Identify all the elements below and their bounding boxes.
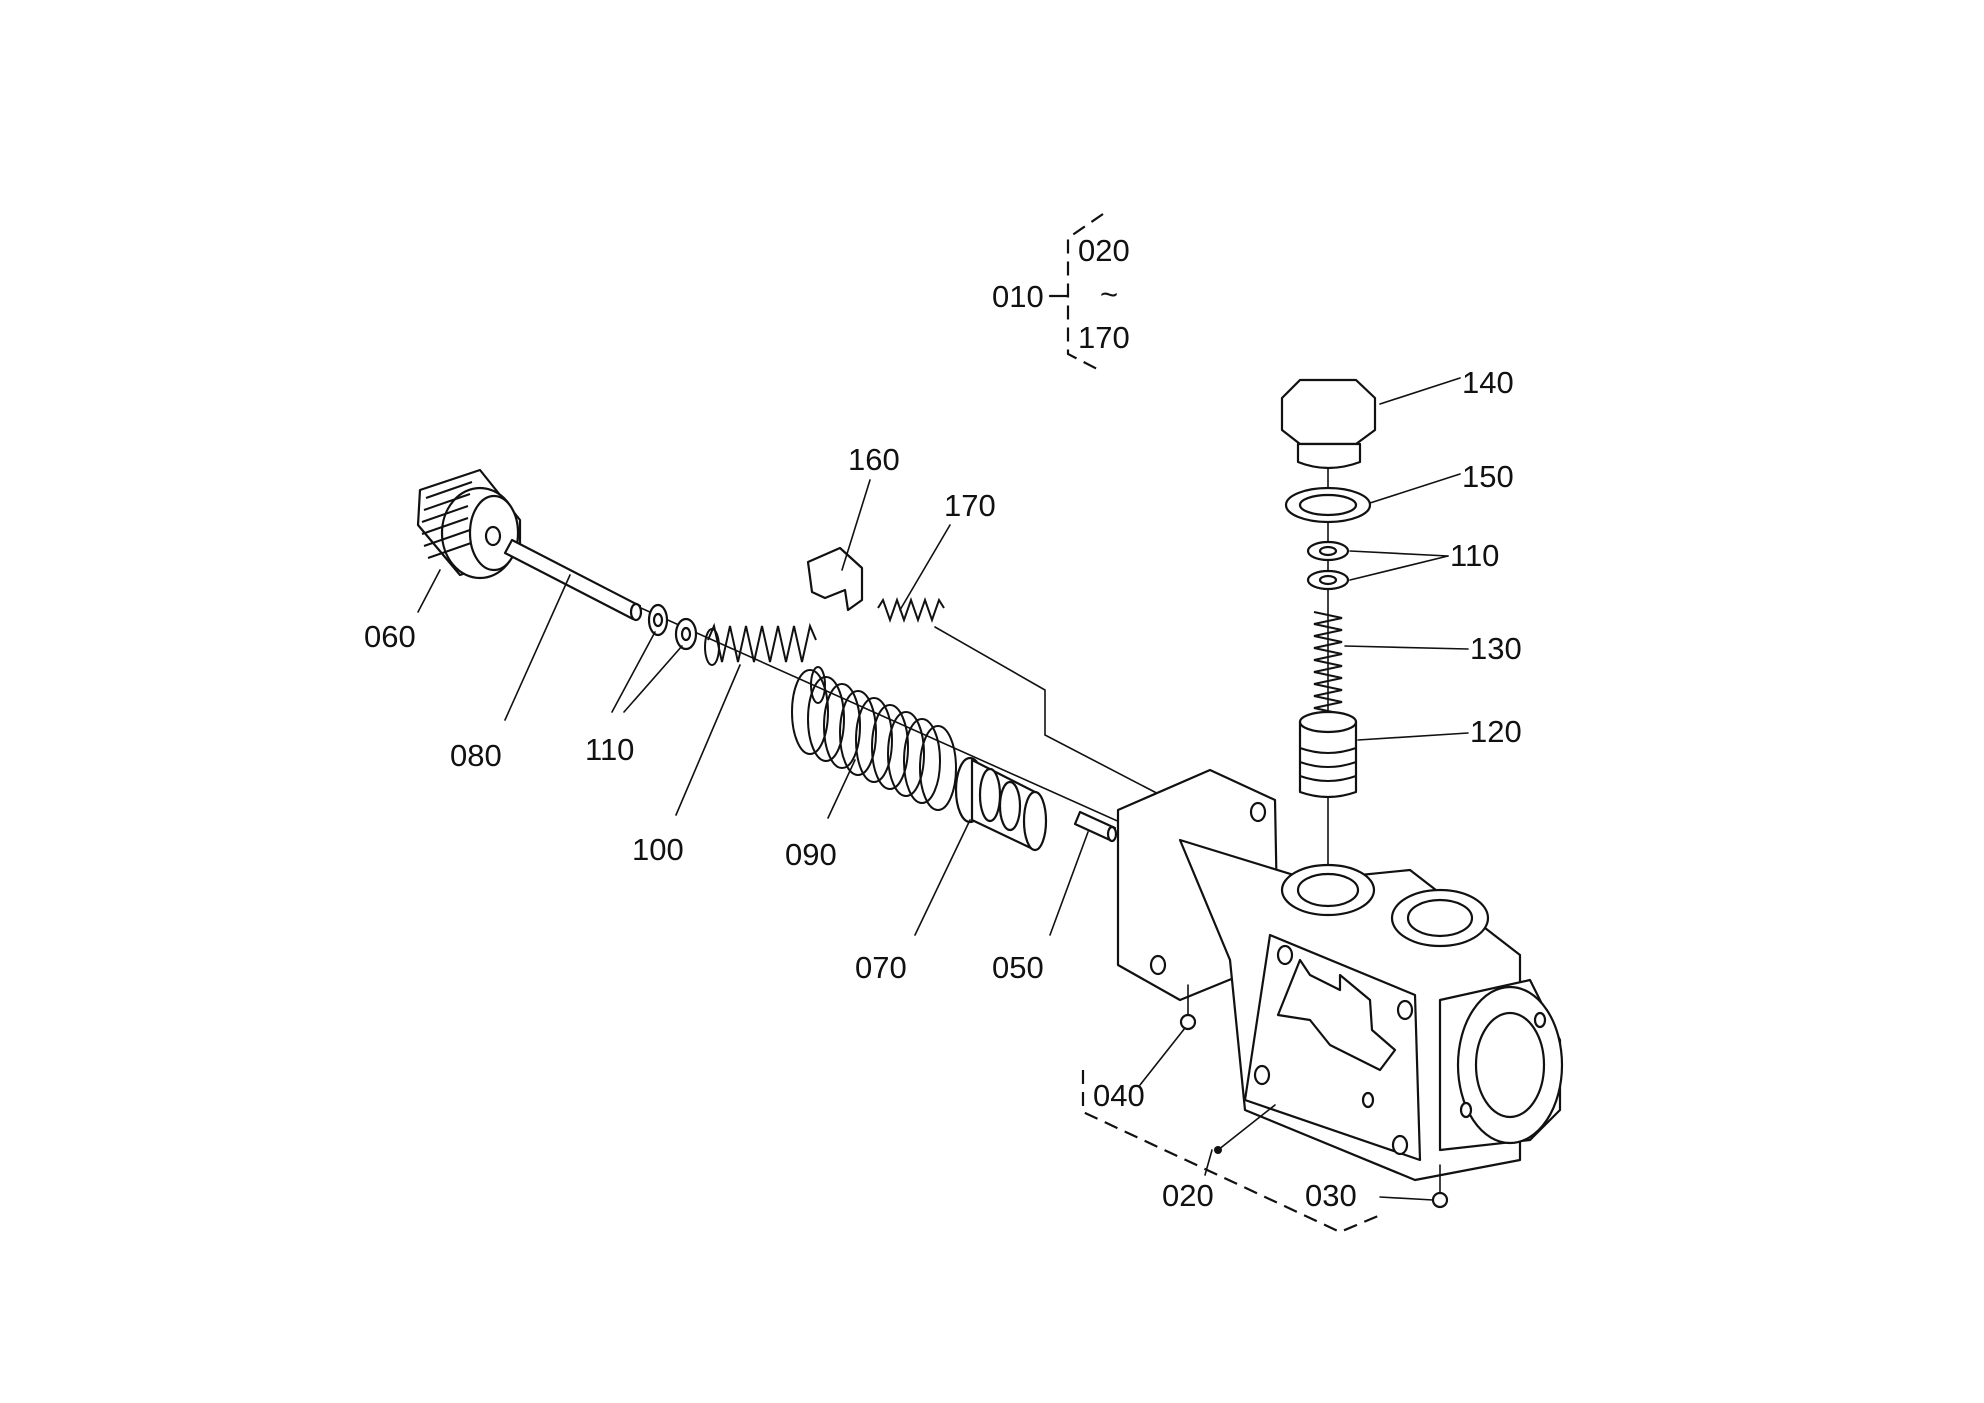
vertical-spring-part <box>1313 611 1343 727</box>
large-spring-part <box>791 669 957 811</box>
label-080: 080 <box>450 738 502 773</box>
plug-part <box>1280 378 1377 470</box>
washer-pair-left <box>647 603 698 651</box>
washer-pair-right <box>1306 540 1350 591</box>
label-170: 170 <box>944 488 996 523</box>
rod-end <box>629 602 643 622</box>
poppet-part <box>1298 710 1358 799</box>
plug-030-part <box>1431 1191 1449 1209</box>
label-150: 150 <box>1462 459 1514 494</box>
assembly-bracket-group: 010 020 ~ 170 <box>992 213 1130 373</box>
assembly-bracket <box>1066 213 1104 373</box>
spool-part <box>954 756 1048 852</box>
part-labels: 140 150 110 130 120 160 170 060 080 110 … <box>364 365 1522 1213</box>
label-110-right: 110 <box>1450 538 1499 573</box>
label-020: 020 <box>1162 1178 1214 1213</box>
label-070: 070 <box>855 950 907 985</box>
label-170-range: 170 <box>1078 320 1130 355</box>
label-030: 030 <box>1305 1178 1357 1213</box>
label-120: 120 <box>1470 714 1522 749</box>
leader-lines <box>417 377 1469 1201</box>
label-050: 050 <box>992 950 1044 985</box>
small-spring-part <box>704 622 826 704</box>
tiny-spring-part <box>877 596 945 624</box>
valve-body-part <box>1116 768 1564 1182</box>
label-110-left: 110 <box>585 732 634 767</box>
label-130: 130 <box>1470 631 1522 666</box>
gasket-part <box>1284 486 1372 524</box>
range-tilde: ~ <box>1100 277 1118 312</box>
clip-part <box>806 546 864 612</box>
solenoid-cap-part <box>416 468 522 580</box>
label-140: 140 <box>1462 365 1514 400</box>
label-010: 010 <box>992 279 1044 314</box>
label-020-range: 020 <box>1078 233 1130 268</box>
pin-part <box>1073 810 1118 843</box>
label-060: 060 <box>364 619 416 654</box>
label-100: 100 <box>632 832 684 867</box>
lower-group-bracket <box>1081 1070 1379 1234</box>
pin-axis-line <box>934 626 1171 801</box>
label-040: 040 <box>1093 1078 1145 1113</box>
label-160: 160 <box>848 442 900 477</box>
label-090: 090 <box>785 837 837 872</box>
rod-part <box>503 538 642 621</box>
plug-040-part <box>1179 1013 1197 1031</box>
